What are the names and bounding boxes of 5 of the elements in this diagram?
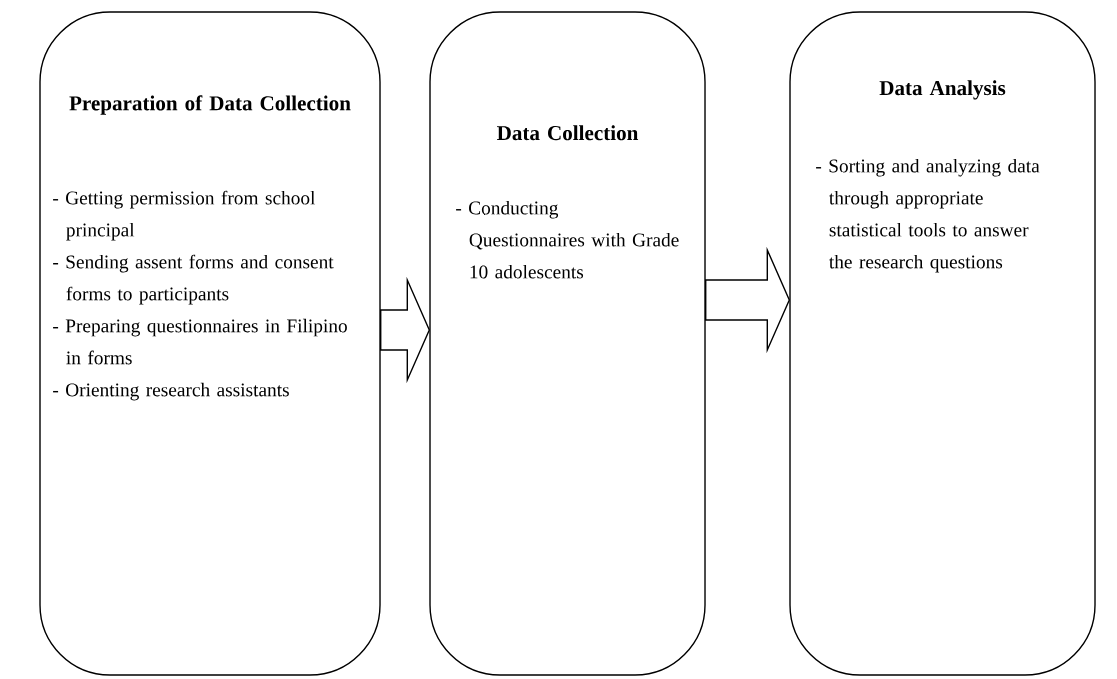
stage-box: Preparation of Data Collection - Getting permission from school principal - Sending assent forms and consent forms to participants - Preparing questionnaires in Filipino in forms - Orienting research assistants [39, 11, 381, 676]
stage-box: Data Analysis - Sorting and analyzing data through appropriate statistical tools to answer the research questions [789, 11, 1096, 676]
block-arrow [380, 276, 431, 384]
block-arrow [705, 246, 791, 354]
stage-box: Data Collection - Conducting Questionnaires with Grade 10 adolescents [429, 11, 706, 676]
